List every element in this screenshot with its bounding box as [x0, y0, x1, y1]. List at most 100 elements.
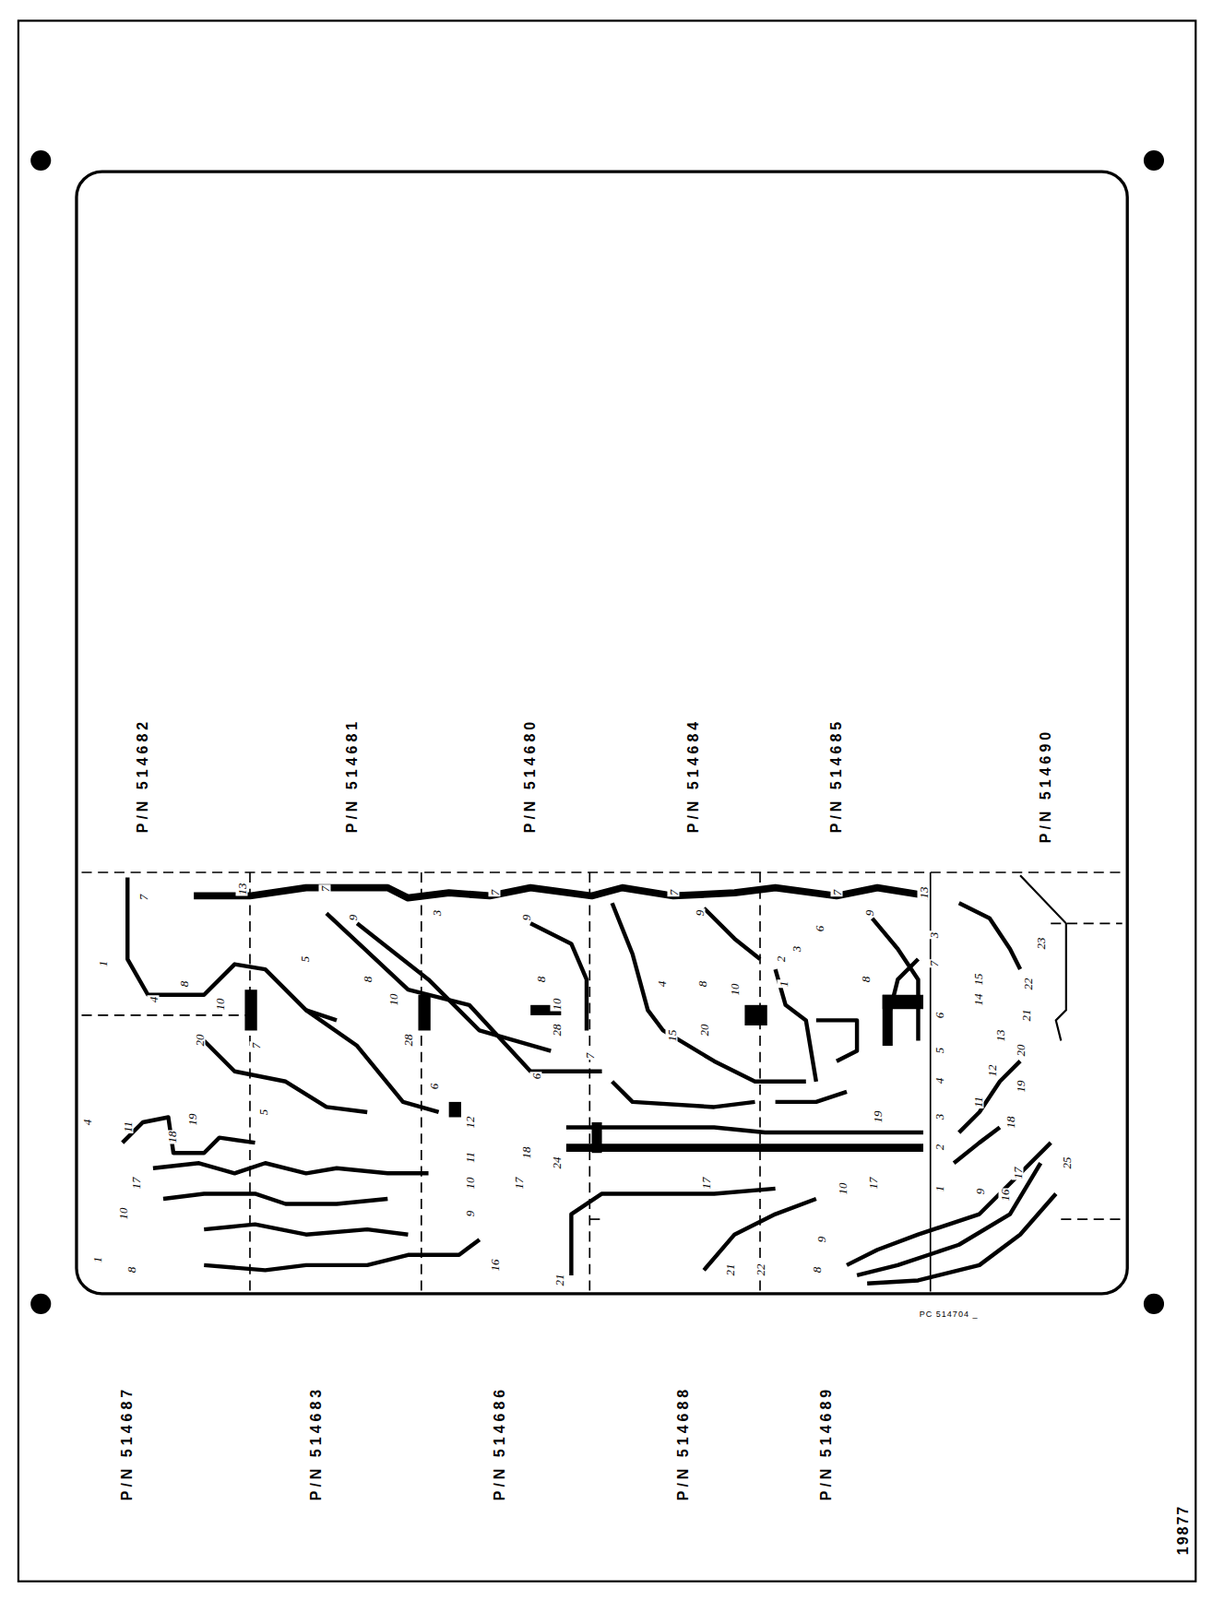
pin-number: 7: [249, 1041, 262, 1050]
pin-number: 12: [986, 1064, 999, 1079]
pin-number: 25: [1059, 1155, 1072, 1170]
pin-number: 8: [361, 975, 374, 985]
pin-number: 8: [695, 980, 708, 989]
pin-number: 15: [971, 972, 984, 987]
pin-number: 9: [863, 909, 876, 918]
pin-number: 10: [728, 982, 741, 997]
pin-number: 10: [116, 1207, 129, 1222]
pin-number: 6: [529, 1072, 542, 1082]
pin-number: 2: [932, 1143, 945, 1153]
pin-number: 1: [932, 1184, 945, 1193]
part-number: P/N 514681: [344, 717, 360, 833]
pin-number: 5: [257, 1107, 270, 1117]
pin-number: 9: [692, 909, 705, 918]
pin-number: 22: [754, 1263, 767, 1278]
part-number: P/N 514690: [1038, 727, 1054, 844]
pin-number: 9: [815, 1235, 828, 1245]
part-number: P/N 514680: [522, 717, 538, 833]
pin-number: 21: [723, 1263, 736, 1278]
pin-number: 18: [1004, 1115, 1017, 1129]
pin-number: 19: [185, 1113, 198, 1128]
pin-number: 9: [463, 1210, 476, 1219]
pin-number: 19: [871, 1110, 884, 1125]
part-number: P/N 514686: [492, 1386, 508, 1502]
pin-number: 17: [700, 1176, 713, 1191]
pin-number: 6: [427, 1082, 440, 1092]
drawing-number: 19877: [1176, 1505, 1191, 1557]
pin-number: 28: [402, 1033, 415, 1048]
pin-number: 11: [971, 1095, 984, 1109]
pin-number: 9: [519, 914, 532, 923]
part-number: P/N 514682: [135, 717, 151, 833]
pin-number: 23: [1034, 937, 1047, 951]
pin-number: 1: [95, 960, 108, 969]
pin-number: 11: [121, 1120, 134, 1134]
pin-number: 17: [866, 1176, 879, 1191]
pin-number: 20: [1014, 1044, 1027, 1058]
pin-number: 10: [835, 1181, 848, 1196]
pin-number: 10: [386, 992, 399, 1007]
part-number: P/N 514683: [308, 1386, 324, 1502]
pin-number: 2: [774, 954, 787, 963]
pin-number: 9: [345, 914, 358, 923]
pin-number: 4: [146, 996, 159, 1005]
pin-number: 16: [488, 1258, 501, 1272]
pin-number: 7: [667, 889, 680, 898]
pin-number: 1: [777, 980, 790, 989]
pin-number: 18: [519, 1145, 532, 1160]
part-number: P/N 514687: [119, 1386, 135, 1502]
pin-number: 8: [809, 1266, 822, 1275]
pin-number: 5: [932, 1046, 945, 1056]
pin-number: 3: [789, 944, 802, 953]
pin-number: 22: [1021, 977, 1034, 992]
pin-number: 14: [971, 992, 984, 1007]
pin-number: 1: [91, 1256, 104, 1265]
pin-number: 4: [654, 980, 667, 989]
pin-number: 10: [213, 998, 226, 1012]
pin-number: 24: [549, 1155, 562, 1170]
pin-number: 16: [998, 1188, 1011, 1203]
pin-number: 7: [583, 1052, 596, 1061]
pin-number: 21: [553, 1273, 566, 1288]
pin-number: 19: [1014, 1079, 1027, 1094]
pin-number: 6: [932, 1010, 945, 1020]
pin-number: 3: [932, 1113, 945, 1122]
pin-number: 28: [549, 1023, 562, 1038]
pin-number: 15: [665, 1028, 678, 1043]
pin-number: 7: [488, 889, 501, 898]
part-number: P/N 514684: [686, 717, 702, 833]
pin-number: 10: [463, 1176, 476, 1191]
pin-number: 13: [993, 1028, 1006, 1043]
pin-number: 20: [698, 1023, 711, 1038]
pin-number: 17: [1010, 1165, 1023, 1180]
board-number: PC 514704 _: [919, 1309, 979, 1319]
pin-number: 10: [549, 998, 562, 1012]
pin-number: 12: [463, 1115, 476, 1129]
pin-number: 7: [136, 893, 149, 903]
pin-number: 7: [927, 960, 940, 969]
pin-number: 17: [130, 1176, 143, 1191]
pin-number: 8: [178, 980, 191, 989]
pin-number: 4: [932, 1077, 945, 1086]
pin-number: 3: [430, 909, 443, 918]
part-number: P/N 514688: [676, 1386, 691, 1502]
pin-number: 8: [124, 1266, 137, 1275]
pin-number: 7: [830, 889, 843, 898]
pin-number: 13: [916, 885, 929, 900]
pin-number: 8: [858, 975, 871, 985]
pin-number: 7: [318, 885, 331, 894]
pin-number: 9: [973, 1188, 986, 1197]
pin-number: 8: [534, 975, 547, 985]
pin-number: 6: [813, 924, 826, 933]
pin-number: 21: [1019, 1008, 1032, 1022]
pin-number: 11: [463, 1151, 476, 1165]
part-number: P/N 514685: [829, 717, 844, 833]
pin-number: 13: [236, 882, 249, 897]
pin-number: 4: [81, 1117, 94, 1127]
pin-number: 3: [927, 931, 940, 940]
pin-number: 18: [165, 1130, 178, 1145]
pin-number: 20: [192, 1033, 205, 1048]
pin-number: 17: [511, 1176, 524, 1191]
part-number: P/N 514689: [819, 1386, 834, 1502]
